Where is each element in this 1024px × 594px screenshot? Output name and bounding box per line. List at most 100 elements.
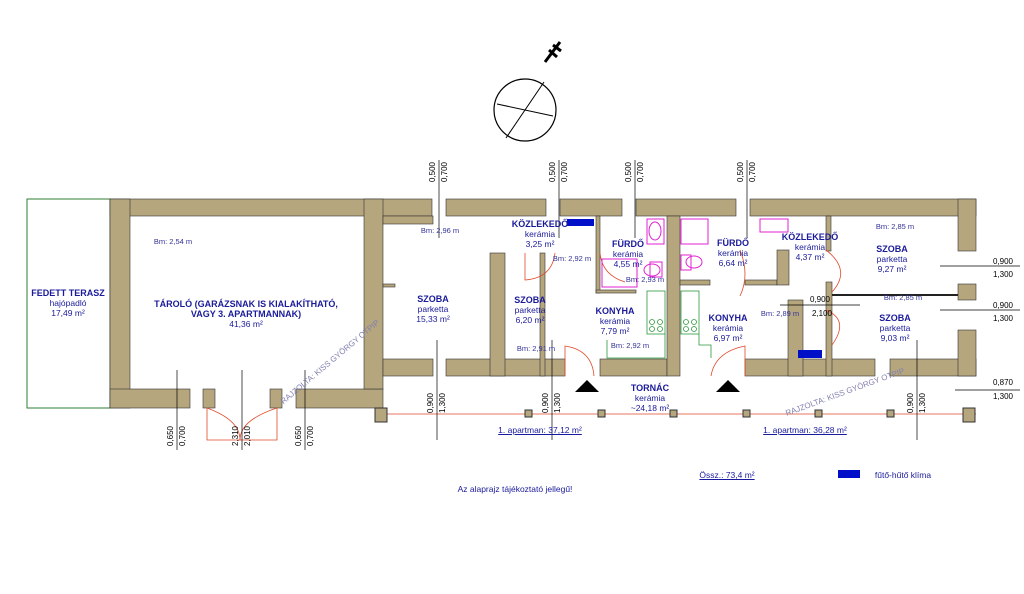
wall	[744, 279, 778, 286]
room-area: 4,55 m²	[613, 259, 643, 269]
wall	[749, 198, 977, 217]
wall	[382, 215, 434, 225]
room-name: FÜRDŐ	[717, 238, 749, 248]
room-floor: parketta	[879, 323, 911, 333]
room-floor: kerámia	[634, 393, 666, 403]
room-area: 9,03 m²	[880, 333, 910, 343]
porch-post	[742, 409, 751, 418]
wall	[539, 252, 546, 377]
dimension-text: 0,700	[636, 161, 645, 183]
disclaimer-note: Az alaprajz tájékoztató jellegű!	[457, 484, 573, 494]
klima-unit	[567, 219, 594, 226]
room-area: 6,20 m²	[515, 315, 545, 325]
dimension-text: 0,700	[748, 161, 757, 183]
dimension-text: 0,900	[992, 257, 1014, 266]
room-name: TÁROLÓ (GARÁZSNAK IS KIALAKÍTHATÓ,	[154, 299, 338, 309]
dimension-text: 0,900	[809, 295, 831, 304]
dimension-text: 0,700	[560, 161, 569, 183]
wall	[825, 281, 833, 377]
wall	[382, 283, 396, 288]
wall	[109, 198, 131, 409]
room-name: KÖZLEKEDŐ	[781, 232, 839, 242]
wall	[445, 198, 547, 217]
porch-post	[886, 409, 895, 418]
room-name: KONYHA	[708, 313, 748, 323]
wall	[559, 198, 623, 217]
wall	[445, 358, 566, 377]
room-name: FÜRDŐ	[612, 239, 644, 249]
room-floor: hajópadló	[49, 298, 87, 308]
legend-label: fűtő-hűtő klíma	[874, 470, 932, 480]
room-height: Bm: 2,85 m	[883, 293, 923, 302]
wall	[599, 358, 668, 377]
room-floor: kerámia	[524, 229, 556, 239]
room-area: ~24,18 m²	[630, 403, 670, 413]
room-floor: kerámia	[599, 316, 631, 326]
dimension-text: 2,100	[811, 309, 833, 318]
dimension-text: 0,500	[548, 161, 557, 183]
porch-post	[669, 409, 678, 418]
dimension-text: 0,900	[426, 392, 435, 414]
room-height: Bm: 2,96 m	[420, 226, 460, 235]
wall	[295, 388, 384, 409]
room-floor: parketta	[876, 254, 908, 264]
room-height: Bm: 2,54 m	[153, 237, 193, 246]
porch	[374, 407, 976, 423]
porch-post	[597, 409, 606, 418]
room-name: KÖZLEKEDŐ	[511, 219, 569, 229]
wall	[957, 198, 977, 252]
wall	[776, 249, 790, 286]
dimension-text: 1,300	[992, 392, 1014, 401]
dimension-text: 0,700	[178, 425, 187, 447]
wall	[109, 198, 433, 217]
room-area: 15,33 m²	[416, 314, 450, 324]
room-area: 6,64 m²	[718, 258, 748, 268]
wall	[744, 358, 876, 377]
room-height: Bm: 2,89 m	[760, 309, 800, 318]
room-area: 6,97 m²	[713, 333, 743, 343]
total-area: Össz.: 73,4 m²	[699, 470, 755, 480]
room-floor: kerámia	[612, 249, 644, 259]
room-height: Bm: 2,92 m	[552, 254, 592, 263]
wall	[825, 215, 832, 252]
wall	[489, 252, 506, 377]
room-name: SZOBA	[876, 244, 908, 254]
walls	[109, 198, 977, 409]
room-floor: kerámia	[794, 242, 826, 252]
wall	[666, 215, 681, 377]
apartment-area: 1. apartman: 37,12 m²	[498, 425, 582, 435]
room-height: Bm: 2,93 m	[625, 275, 665, 284]
room-area: 7,79 m²	[600, 326, 630, 336]
room-height: Bm: 2,92 m	[610, 341, 650, 350]
porch-post	[524, 409, 533, 418]
dimension-text: 0,500	[736, 161, 745, 183]
dimension-text: 0,650	[294, 425, 303, 447]
room-floor: parketta	[514, 305, 546, 315]
dimension-text: 1,300	[918, 392, 927, 414]
room-floor: parketta	[417, 304, 449, 314]
dimension-text: 2,310	[231, 425, 240, 447]
room-name: SZOBA	[879, 313, 911, 323]
wall	[382, 358, 434, 377]
dimension-text: 1,300	[553, 392, 562, 414]
room-name: KONYHA	[595, 306, 635, 316]
dimension-text: 0,900	[992, 301, 1014, 310]
dimension-text: 0,500	[624, 161, 633, 183]
dimension-text: 1,300	[438, 392, 447, 414]
dimension-text: 2,010	[243, 425, 252, 447]
room-height: Bm: 2,85 m	[875, 222, 915, 231]
wall	[109, 388, 191, 409]
entrance-arrow-icon	[575, 380, 599, 392]
dimension-text: 0,900	[541, 392, 550, 414]
dimension-text: 0,700	[440, 161, 449, 183]
wall	[679, 279, 711, 286]
north-arrow-icon	[543, 41, 562, 63]
compass-icon	[493, 78, 557, 142]
wall	[635, 198, 737, 217]
room-area: 9,27 m²	[877, 264, 907, 274]
door-swings	[206, 249, 841, 441]
room-name: SZOBA	[417, 294, 449, 304]
wall	[957, 283, 977, 301]
